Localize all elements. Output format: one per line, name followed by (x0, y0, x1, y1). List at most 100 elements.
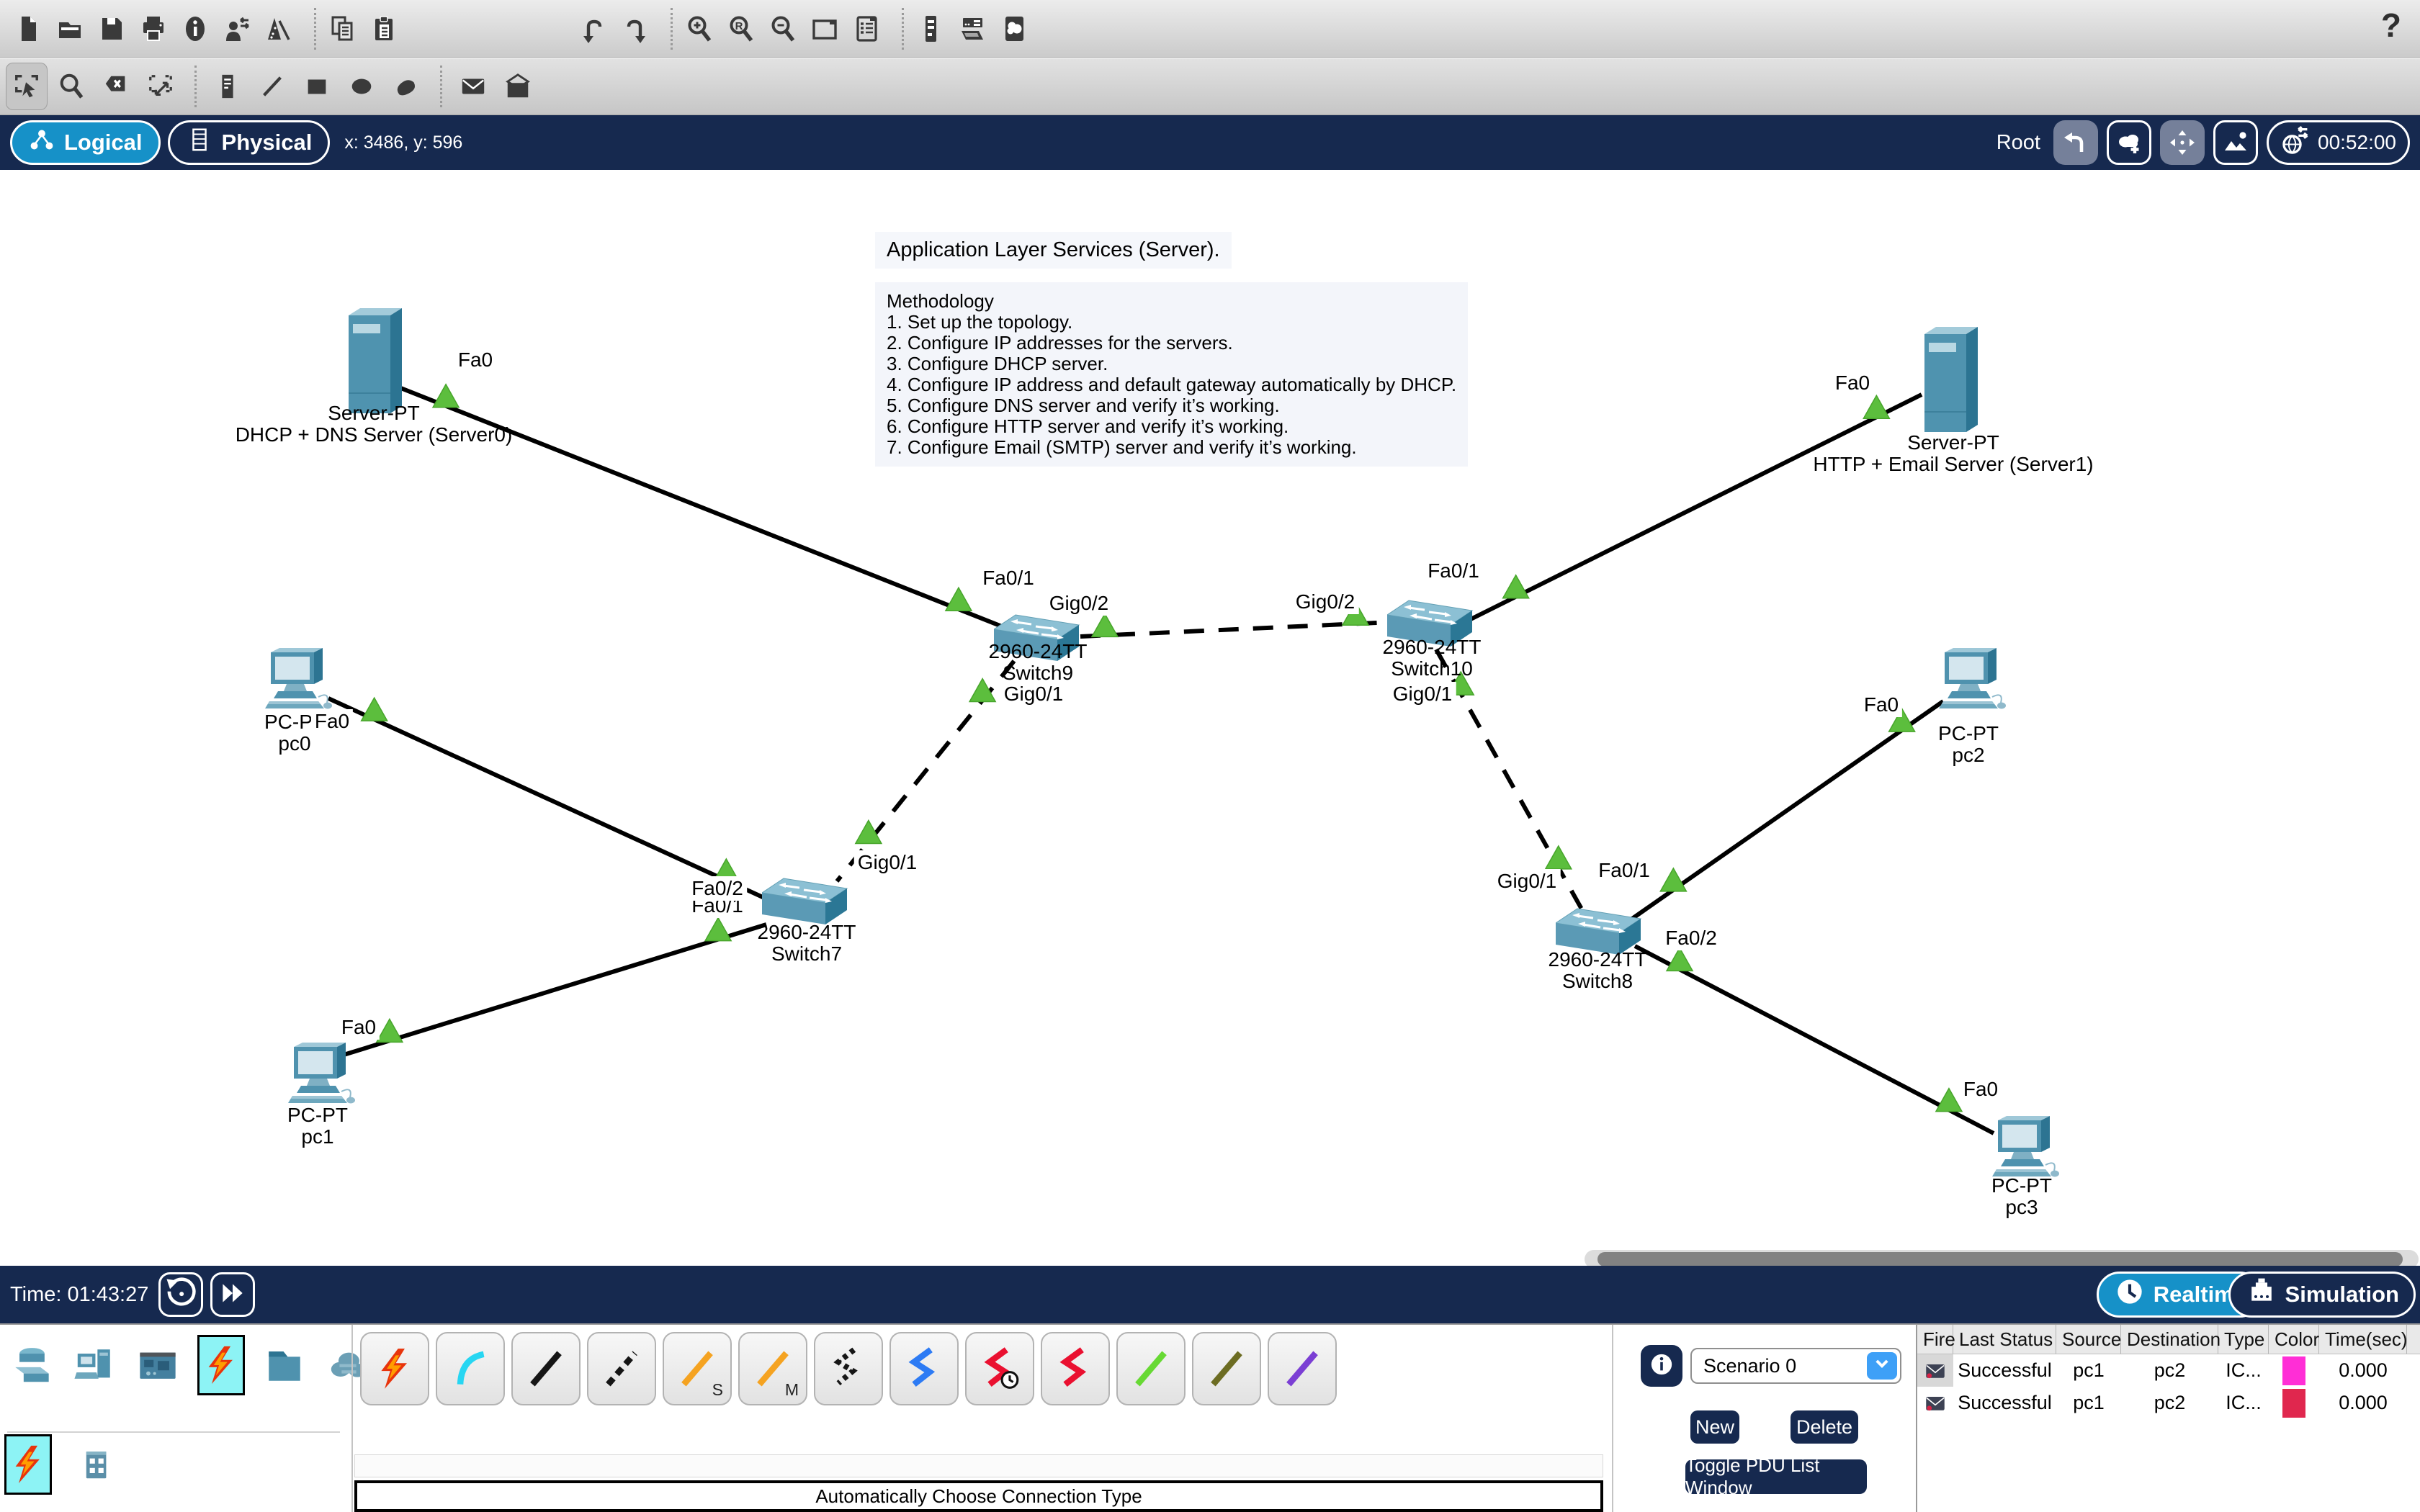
new-scenario-button[interactable]: New (1690, 1410, 1739, 1444)
device-category-miscellaneous[interactable] (261, 1335, 308, 1395)
info-icon[interactable] (179, 9, 212, 49)
fire-pdu-cell[interactable] (1917, 1387, 1953, 1419)
scenario-select[interactable]: Scenario 0 (1690, 1348, 1901, 1384)
print-icon[interactable] (137, 9, 170, 49)
add-complex-pdu-icon[interactable] (497, 63, 539, 110)
custom-devices-dialog-icon[interactable] (956, 9, 989, 49)
draw-line-icon[interactable] (251, 63, 293, 110)
device-switch10[interactable] (1386, 599, 1474, 652)
viewport-clock[interactable]: 00:52:00 (2267, 120, 2410, 165)
redo-icon[interactable] (619, 9, 652, 49)
move-object-button[interactable] (2160, 120, 2205, 165)
magic-wand-icon[interactable] (262, 9, 295, 49)
device-switch7[interactable] (761, 877, 848, 930)
pdu-color-cell (2269, 1387, 2319, 1419)
cable-fiber-single-button[interactable]: S (663, 1332, 732, 1405)
add-simple-pdu-icon[interactable] (452, 63, 494, 110)
tab-physical[interactable]: Physical (167, 120, 331, 165)
canvas-horizontal-scrollbar[interactable] (1585, 1250, 2419, 1269)
subcategory-connections-sub[interactable] (4, 1434, 52, 1495)
activity-wizard-icon[interactable] (220, 9, 254, 49)
fire-pdu-cell[interactable] (1917, 1354, 1953, 1387)
new-file-icon[interactable] (12, 9, 45, 49)
link[interactable] (1634, 944, 1995, 1135)
delete-icon[interactable] (95, 63, 137, 110)
cable-serial-dce-button[interactable] (965, 1332, 1034, 1405)
delete-scenario-button[interactable]: Delete (1791, 1410, 1858, 1444)
device-category-connections[interactable] (197, 1335, 245, 1395)
device-category-components[interactable] (134, 1335, 182, 1395)
copy-icon[interactable] (326, 9, 359, 49)
cable-coaxial-button[interactable] (889, 1332, 959, 1405)
device-pc2[interactable] (1936, 647, 2008, 716)
device-switch9[interactable] (992, 613, 1080, 666)
device-switch8[interactable] (1554, 907, 1642, 960)
link[interactable] (1080, 620, 1392, 639)
cable-serial-dte-button[interactable] (1041, 1332, 1110, 1405)
draw-ellipse-icon[interactable] (341, 63, 382, 110)
zoom-in-icon[interactable] (683, 9, 716, 49)
undo-icon[interactable] (577, 9, 610, 49)
new-cluster-button[interactable] (2107, 120, 2151, 165)
draw-freeform-icon[interactable] (385, 63, 427, 110)
back-button[interactable] (2053, 120, 2098, 165)
toggle-pdu-list-button[interactable]: Toggle PDU List Window (1685, 1454, 1867, 1498)
draw-rectangle-icon[interactable] (296, 63, 338, 110)
cable-console-button[interactable] (436, 1332, 505, 1405)
save-icon[interactable] (95, 9, 128, 49)
select-icon[interactable] (6, 63, 48, 110)
zoom-out-icon[interactable] (766, 9, 799, 49)
device-pc3[interactable] (1989, 1115, 2061, 1184)
set-tiled-background-button[interactable] (2213, 120, 2258, 165)
link[interactable] (341, 922, 767, 1058)
subcategory-structured-cabling[interactable] (72, 1434, 120, 1495)
simulation-mode-button[interactable]: Simulation (2228, 1272, 2416, 1318)
list-window-icon[interactable] (850, 9, 883, 49)
auto-choose-connection-bar[interactable]: Automatically Choose Connection Type (354, 1480, 1603, 1512)
cable-copper-straight-through-button[interactable] (511, 1332, 581, 1405)
cable-iot-olive-button[interactable] (1192, 1332, 1261, 1405)
chevron-down-icon[interactable] (1867, 1352, 1897, 1380)
canvas-horizontal-scrollbar-thumb[interactable] (1597, 1252, 2403, 1266)
port-label: Fa0/1 (979, 566, 1038, 590)
place-note-icon[interactable] (207, 63, 248, 110)
link[interactable] (1631, 699, 1945, 921)
drawing-palette-icon[interactable] (914, 9, 947, 49)
port-status-up-triangle (1090, 612, 1119, 638)
device-category-end-devices[interactable] (71, 1335, 118, 1395)
link[interactable] (398, 385, 1007, 630)
svg-text:R: R (735, 20, 743, 32)
note-title[interactable]: Application Layer Services (Server). (875, 232, 1232, 269)
reset-time-button[interactable] (158, 1272, 204, 1317)
link[interactable] (1469, 392, 1923, 621)
device-server1[interactable] (1922, 325, 1979, 437)
device-server0[interactable] (346, 307, 403, 418)
cable-phone-button[interactable] (814, 1332, 883, 1405)
cloud-upload-icon[interactable] (998, 9, 1031, 49)
connection-strip-scrollbar[interactable] (354, 1454, 1603, 1477)
inspect-icon[interactable] (50, 63, 92, 110)
device-category-network-devices[interactable] (7, 1335, 55, 1395)
paste-icon[interactable] (368, 9, 401, 49)
resize-shape-icon[interactable] (140, 63, 182, 110)
cable-usb-button[interactable] (1268, 1332, 1337, 1405)
cable-auto-button[interactable] (360, 1332, 429, 1405)
port-status-up-triangle (1863, 394, 1891, 419)
simulation-time: Time: 01:43:27 (10, 1282, 149, 1306)
open-folder-icon[interactable] (53, 9, 86, 49)
link[interactable] (327, 696, 774, 904)
help-icon[interactable]: ? (2380, 6, 2401, 44)
zoom-reset-icon[interactable]: R (725, 9, 758, 49)
scenario-info-button[interactable] (1641, 1345, 1682, 1387)
device-pc1[interactable] (285, 1041, 357, 1111)
cable-iot-green-button[interactable] (1116, 1332, 1186, 1405)
viewport-icon[interactable] (808, 9, 841, 49)
fast-forward-time-button[interactable] (210, 1272, 256, 1317)
cable-copper-cross-over-button[interactable] (587, 1332, 656, 1405)
cable-fiber-multi-button[interactable]: M (738, 1332, 807, 1405)
device-pc0[interactable] (262, 647, 334, 716)
tab-logical[interactable]: Logical (10, 120, 161, 165)
